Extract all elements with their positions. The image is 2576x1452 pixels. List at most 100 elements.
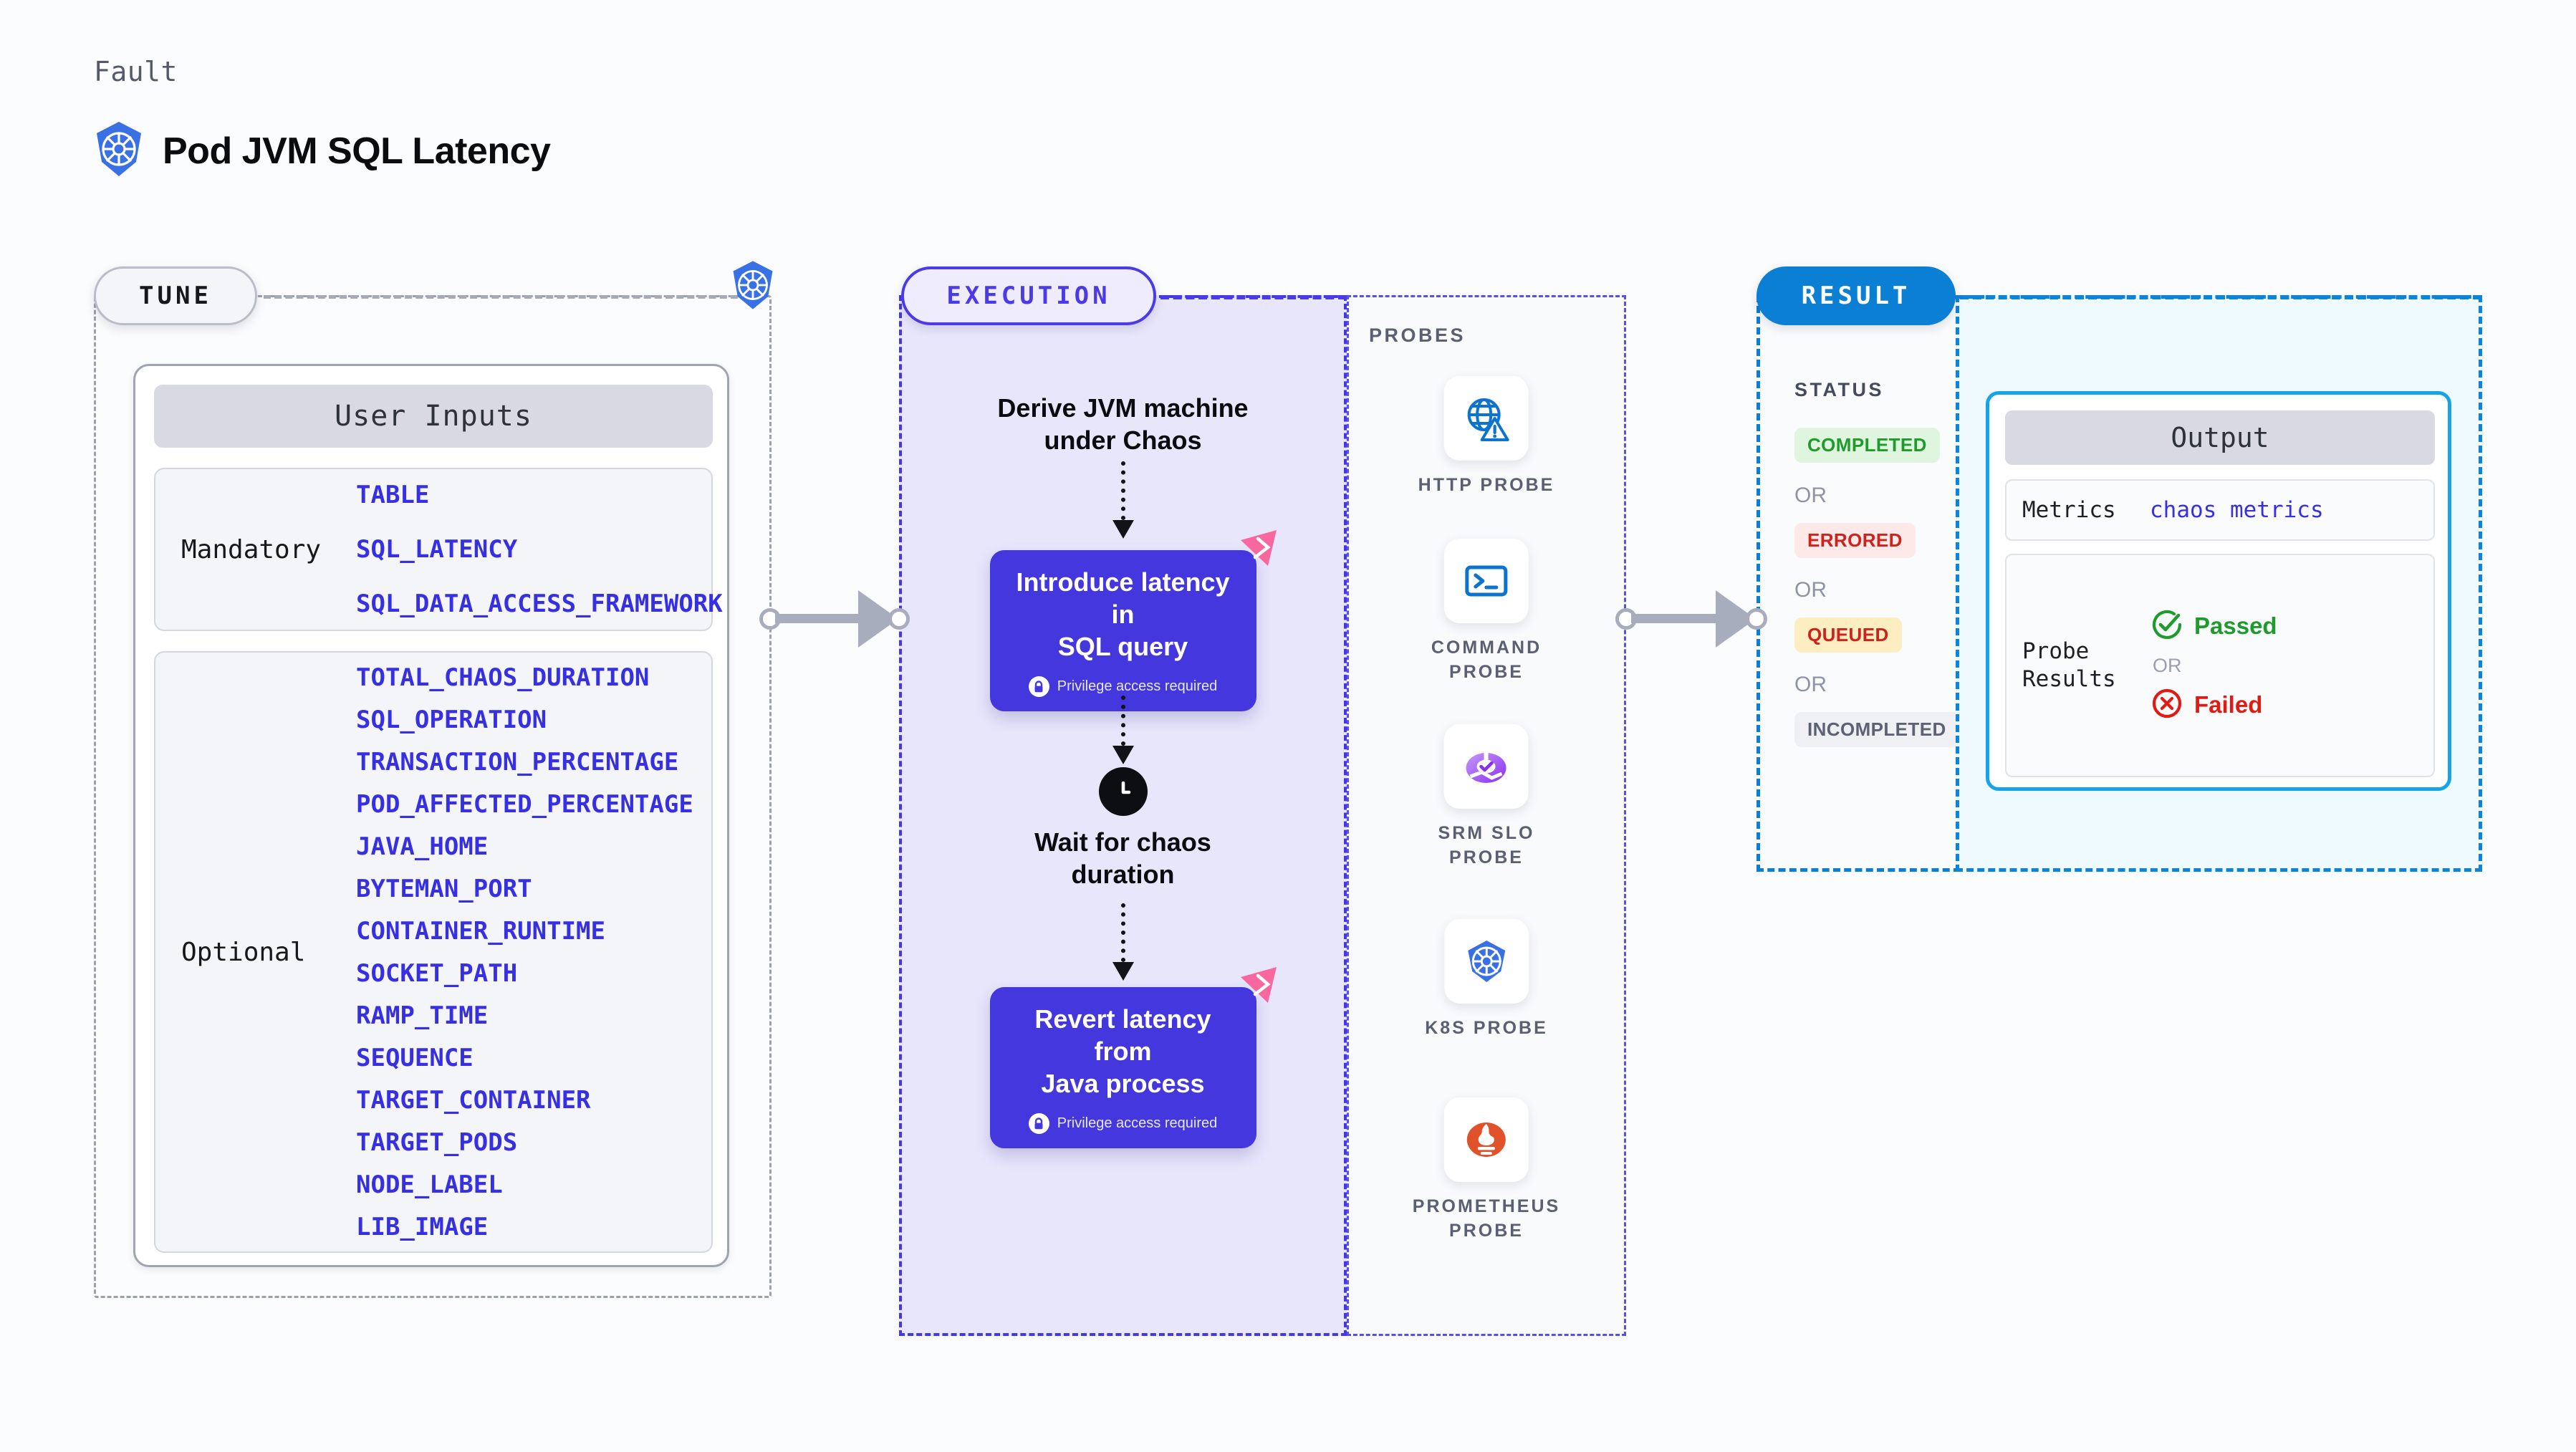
- probe-result-or: OR: [2153, 654, 2182, 676]
- output-title: Output: [2005, 410, 2435, 465]
- probe-label: K8S PROBE: [1425, 1018, 1548, 1038]
- probe-command[interactable]: COMMAND PROBE: [1431, 539, 1542, 685]
- output-key: Metrics: [2022, 496, 2116, 523]
- execution-column: Derive JVM machine under Chaos Introduce…: [899, 295, 1347, 1336]
- input-item[interactable]: SOCKET_PATH: [356, 958, 518, 988]
- probe-result-failed: Failed: [2150, 686, 2277, 724]
- page-eyebrow: Fault: [94, 56, 178, 87]
- page-title: Pod JVM SQL Latency: [163, 130, 551, 172]
- probe-srm-slo[interactable]: SRM SLO PROBE: [1438, 724, 1535, 870]
- privilege-note: Privilege access required: [1028, 676, 1218, 697]
- optional-label: Optional: [181, 937, 306, 967]
- globe-warning-icon: [1443, 376, 1529, 461]
- status-title: STATUS: [1794, 379, 1884, 400]
- connector-line: [775, 614, 881, 623]
- tune-badge[interactable]: TUNE: [94, 266, 257, 325]
- status-badge-completed: COMPLETED: [1794, 428, 1940, 463]
- terminal-icon: [1443, 539, 1529, 623]
- probe-http[interactable]: HTTP PROBE: [1418, 376, 1555, 498]
- privilege-note: Privilege access required: [1028, 1113, 1218, 1134]
- prometheus-icon: [1444, 1097, 1529, 1182]
- lock-icon: [1028, 1113, 1049, 1134]
- user-inputs-title: User Inputs: [154, 385, 713, 448]
- chaos-tag-icon: [1236, 529, 1281, 574]
- probes-to-result-arrow: [1615, 590, 1769, 648]
- output-card: Output Metrics chaos metrics Probe Resul…: [1986, 391, 2451, 791]
- probe-prometheus[interactable]: PROMETHEUS PROBE: [1413, 1097, 1560, 1244]
- execution-badge[interactable]: EXECUTION: [901, 266, 1156, 325]
- probe-label: PROMETHEUS PROBE: [1412, 1196, 1561, 1241]
- status-or: OR: [1794, 578, 1827, 602]
- flow-arrow: [1112, 903, 1134, 981]
- x-circle-icon: [2150, 686, 2184, 724]
- input-item[interactable]: TABLE: [356, 481, 430, 509]
- flow-arrow: [1112, 461, 1134, 539]
- execution-step-title: Wait for chaos duration: [1034, 827, 1211, 889]
- kubernetes-icon: [731, 259, 775, 314]
- status-badge: QUEUED: [1794, 617, 1902, 653]
- result-column: STATUS COMPLETED OR ERRORED OR QUEUED OR…: [1756, 295, 1961, 872]
- privilege-note-text: Privilege access required: [1057, 1115, 1218, 1131]
- execution-action-box[interactable]: Revert latency from Java process Privile…: [989, 967, 1277, 1148]
- kubernetes-icon: [94, 120, 144, 181]
- arrow-stem: [1120, 461, 1125, 520]
- execution-box-label: Revert latency from Java process: [1034, 1004, 1211, 1098]
- arrow-head: [1112, 746, 1134, 764]
- probes-title: PROBES: [1369, 324, 1466, 346]
- output-row-metrics: Metrics chaos metrics: [2005, 479, 2435, 541]
- execution-box-label: Introduce latency in SQL query: [1016, 567, 1230, 661]
- flow-arrow: [1112, 696, 1134, 764]
- input-item[interactable]: RAMP_TIME: [356, 1001, 489, 1030]
- input-item[interactable]: SEQUENCE: [356, 1043, 474, 1072]
- tune-to-execution-arrow: [759, 590, 910, 648]
- input-item[interactable]: SQL_OPERATION: [356, 705, 547, 734]
- output-value-metrics[interactable]: chaos metrics: [2150, 497, 2324, 523]
- status-badge-incompleted: INCOMPLETED: [1794, 712, 1959, 747]
- execution-connector-dash: [1160, 295, 1347, 299]
- probe-k8s[interactable]: K8S PROBE: [1425, 919, 1547, 1041]
- page-title-row: Pod JVM SQL Latency: [94, 120, 551, 181]
- input-item[interactable]: LIB_IMAGE: [356, 1212, 489, 1241]
- status-badge: INCOMPLETED: [1794, 712, 1959, 747]
- output-value-probe: Passed OR Failed: [2150, 607, 2277, 724]
- kubernetes-icon: [1443, 919, 1529, 1004]
- lock-icon: [1028, 676, 1049, 697]
- connector-dot: [888, 608, 910, 630]
- check-circle-icon: [2150, 607, 2184, 645]
- arrow-stem: [1120, 903, 1125, 962]
- input-item[interactable]: NODE_LABEL: [356, 1170, 503, 1199]
- input-item[interactable]: JAVA_HOME: [356, 832, 489, 861]
- input-item[interactable]: SQL_DATA_ACCESS_FRAMEWORK: [356, 590, 723, 618]
- mandatory-label: Mandatory: [181, 534, 322, 564]
- probe-label: SRM SLO PROBE: [1438, 823, 1535, 867]
- input-item[interactable]: SQL_LATENCY: [356, 535, 518, 564]
- connector-line: [1631, 614, 1739, 623]
- connector-dot: [1746, 608, 1767, 630]
- probe-result-failed-label: Failed: [2194, 691, 2263, 718]
- input-item[interactable]: TOTAL_CHAOS_DURATION: [356, 663, 650, 692]
- input-item[interactable]: BYTEMAN_PORT: [356, 874, 532, 903]
- arrow-head: [1112, 520, 1134, 539]
- probe-label: HTTP PROBE: [1418, 475, 1555, 495]
- input-item[interactable]: POD_AFFECTED_PERCENTAGE: [356, 789, 693, 819]
- optional-inputs-group: Optional TOTAL_CHAOS_DURATION SQL_OPERAT…: [154, 651, 713, 1253]
- status-badge: COMPLETED: [1794, 428, 1940, 463]
- execution-action-box[interactable]: Introduce latency in SQL query Privilege…: [989, 530, 1277, 711]
- probe-result-passed-label: Passed: [2194, 612, 2277, 639]
- input-item[interactable]: TARGET_PODS: [356, 1128, 518, 1157]
- optional-items: TOTAL_CHAOS_DURATION SQL_OPERATION TRANS…: [356, 663, 693, 1241]
- probes-column: PROBES HTTP PROBE: [1347, 295, 1626, 1336]
- status-badge-errored: ERRORED: [1794, 523, 1916, 558]
- arrow-head: [1112, 962, 1134, 981]
- status-badge-queued: QUEUED: [1794, 617, 1902, 653]
- input-item[interactable]: CONTAINER_RUNTIME: [356, 916, 605, 946]
- result-connector-dash: [1960, 295, 2481, 299]
- input-item[interactable]: TARGET_CONTAINER: [356, 1085, 591, 1115]
- result-badge[interactable]: RESULT: [1756, 266, 1956, 325]
- status-or: OR: [1794, 484, 1827, 507]
- input-item[interactable]: TRANSACTION_PERCENTAGE: [356, 747, 679, 777]
- status-or: OR: [1794, 673, 1827, 696]
- clock-icon: [1098, 767, 1148, 816]
- privilege-note-text: Privilege access required: [1057, 678, 1218, 694]
